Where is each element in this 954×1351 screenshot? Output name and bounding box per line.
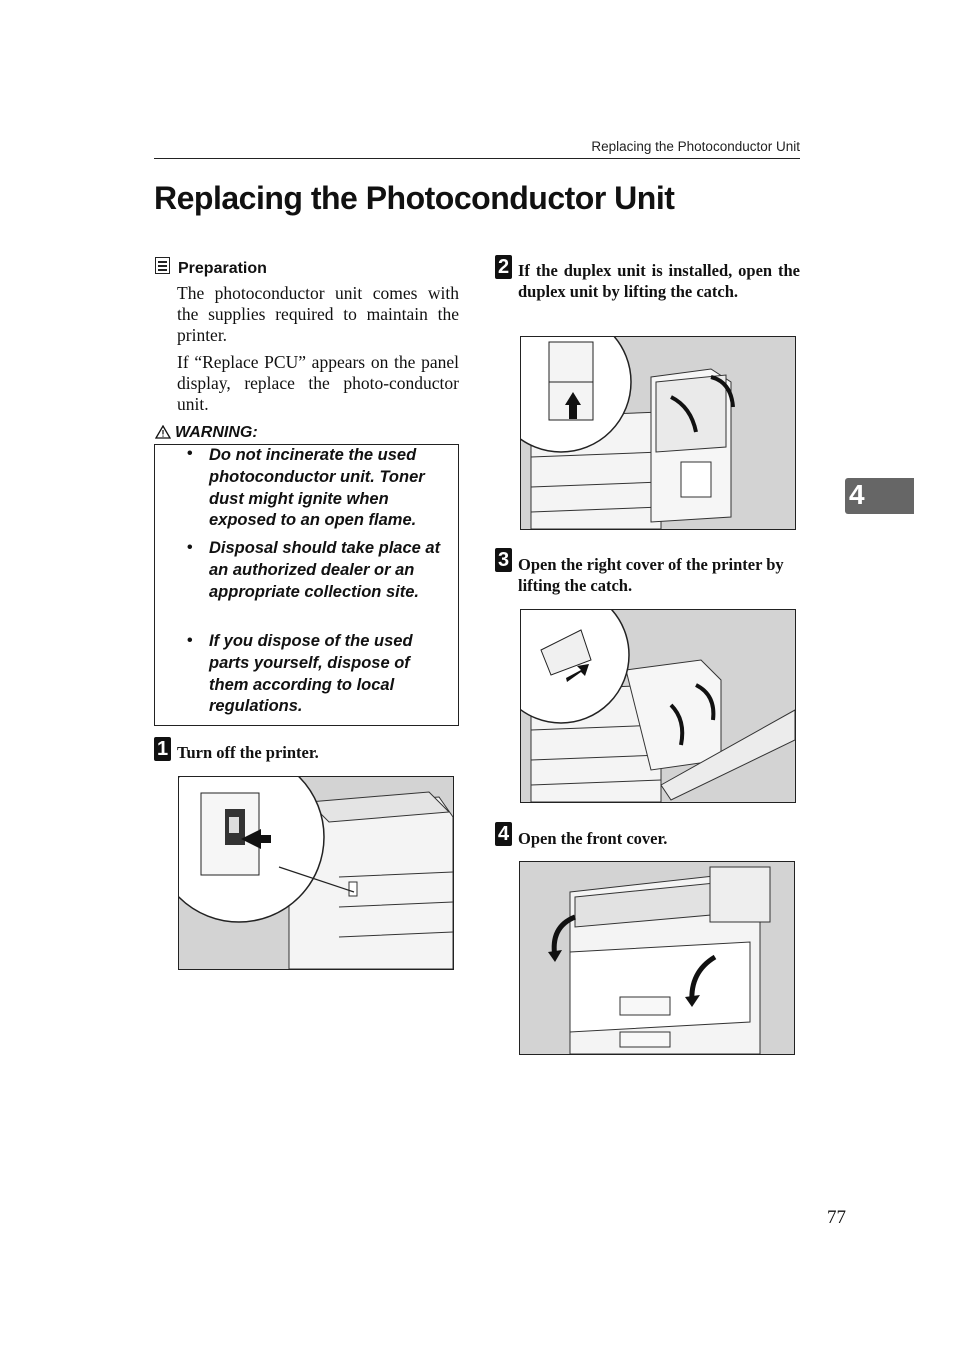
- step-text-1: Turn off the printer.: [177, 743, 319, 762]
- step-text-2: If the duplex unit is installed, open th…: [518, 261, 800, 301]
- warning-item-1: Do not incinerate the used photoconducto…: [209, 446, 425, 530]
- arrow-icon: [565, 392, 581, 419]
- arrow-icon: [241, 829, 271, 849]
- step-text-3: Open the right cover of the printer by l…: [518, 555, 784, 595]
- preparation-paragraph-2: If “Replace PCU” appears on the panel di…: [177, 352, 459, 414]
- warning-heading: WARNING:: [154, 424, 258, 442]
- step-number-3: 3: [495, 548, 512, 572]
- preparation-paragraph-1: The photoconductor unit comes with the s…: [177, 283, 459, 345]
- page-title: Replacing the Photoconductor Unit: [154, 180, 675, 216]
- page-number: 77: [827, 1207, 846, 1228]
- chapter-number: 4: [849, 479, 865, 510]
- warning-box: • Do not incinerate the used photoconduc…: [154, 444, 459, 726]
- warning-item-2: Disposal should take place at an authori…: [209, 539, 441, 601]
- running-head: Replacing the Photoconductor Unit: [591, 139, 800, 154]
- arrow-icon: [566, 664, 589, 682]
- step-number-1: 1: [154, 737, 171, 761]
- warning-triangle-icon: [154, 424, 172, 439]
- bullet: •: [187, 539, 193, 556]
- figure-power-off: [178, 776, 454, 970]
- step-text-4: Open the front cover.: [518, 829, 668, 848]
- chapter-tab: 4: [845, 478, 914, 514]
- warning-label: WARNING:: [175, 424, 258, 441]
- step-number-4: 4: [495, 822, 512, 846]
- figure-right-cover: [520, 609, 796, 803]
- bullet: •: [187, 445, 193, 462]
- note-icon: [155, 257, 170, 274]
- arrow-icon: [685, 995, 700, 1007]
- preparation-heading: Preparation: [178, 260, 267, 277]
- figure-front-cover: [519, 861, 795, 1055]
- bullet: •: [187, 632, 193, 649]
- header-rule: [154, 158, 800, 159]
- figure-duplex-unit: [520, 336, 796, 530]
- step-number-2: 2: [495, 255, 512, 279]
- warning-item-3: If you dispose of the used parts yoursel…: [209, 632, 413, 716]
